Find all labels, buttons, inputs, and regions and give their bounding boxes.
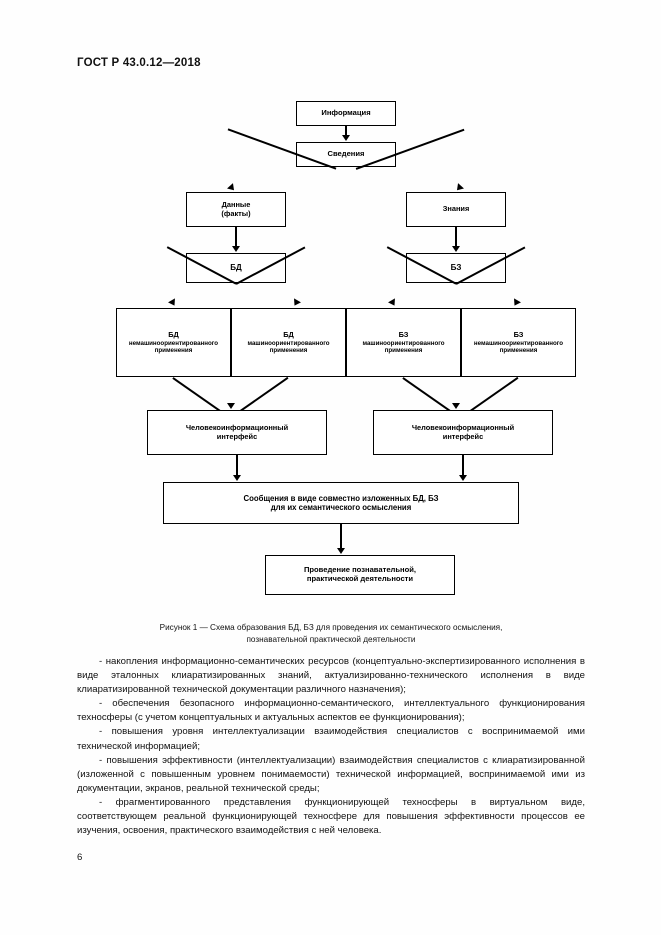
node-messages: Сообщения в виде совместно изложенных БД… — [163, 482, 519, 524]
node-bz-machine-title: БЗ — [398, 329, 409, 339]
body-paragraph-3: - повышения уровня интеллектуализации вз… — [77, 726, 585, 752]
body-paragraph-5: - фрагментированного представления функц… — [77, 796, 585, 837]
node-bd-machine-title: БД — [283, 329, 294, 339]
body-paragraph-2: - обеспечения безопасного информационно-… — [77, 698, 585, 724]
node-bz-machine: БЗ машиноориентированного применения — [346, 308, 461, 377]
connector-information-to-svedeniya — [345, 126, 347, 136]
arrowhead-bd-to-machine — [291, 298, 301, 308]
arrowhead-dannye-to-bd — [232, 246, 240, 252]
node-bd-nonmachine-title: БД — [168, 329, 179, 339]
arrowhead-messages-to-activity — [337, 548, 345, 554]
node-interface-right-line1: Человекоинформационный — [411, 422, 515, 432]
node-bd-machine-sub1: машиноориентированного — [247, 339, 330, 347]
node-interface-left: Человекоинформационный интерфейс — [147, 410, 327, 455]
node-bd-label: БД — [230, 263, 242, 273]
node-dannye-fakty: Данные (факты) — [186, 192, 286, 227]
node-bd-nonmachine-sub2: применения — [154, 346, 193, 354]
node-bz-nonmachine: БЗ немашиноориентированного применения — [461, 308, 576, 377]
page-number: 6 — [77, 852, 83, 863]
node-bd-machine: БД машиноориентированного применения — [231, 308, 346, 377]
node-znaniya: Знания — [406, 192, 506, 227]
arrowhead-bz-to-machine — [388, 298, 398, 308]
arrowhead-interface-right-to-messages — [459, 475, 467, 481]
connector-znaniya-to-bz — [455, 227, 457, 247]
node-bz-nonmachine-title: БЗ — [513, 329, 524, 339]
node-svedeniya: Сведения — [296, 142, 396, 167]
arrowhead-converge-interface-right — [452, 403, 460, 409]
node-bz: БЗ — [406, 253, 506, 283]
body-text-block: - накопления информационно-семантических… — [77, 655, 585, 838]
arrowhead-bz-to-nonmachine — [511, 298, 521, 308]
node-messages-line2: для их семантического осмысления — [270, 503, 412, 512]
figure-caption-line2: познавательной практической деятельности — [246, 634, 416, 644]
connector-interface-right-to-messages — [462, 455, 464, 476]
connector-messages-to-activity — [340, 524, 342, 549]
body-paragraph-1: - накопления информационно-семантических… — [77, 656, 585, 696]
node-activity-line2: практической деятельности — [306, 574, 414, 583]
connector-bd-nonmachine-to-interface-left — [172, 377, 221, 412]
node-bz-machine-sub1: машиноориентированного — [362, 339, 445, 347]
body-paragraph-4: - повышения эффективности (интеллектуали… — [77, 754, 585, 794]
node-svedeniya-label: Сведения — [327, 149, 365, 159]
node-activity-line1: Проведение познавательной, — [303, 565, 417, 575]
arrowhead-information-to-svedeniya — [342, 135, 350, 141]
node-bd-nonmachine: БД немашиноориентированного применения — [116, 308, 231, 377]
node-interface-left-line1: Человекоинформационный — [185, 422, 289, 432]
connector-bz-machine-to-interface-right — [402, 377, 451, 412]
node-bd-nonmachine-sub1: немашиноориентированного — [128, 339, 219, 347]
node-bz-nonmachine-sub1: немашиноориентированного — [473, 339, 564, 347]
node-fakty-label: (факты) — [221, 208, 251, 218]
arrowhead-bd-to-nonmachine — [168, 298, 178, 308]
node-bz-machine-sub2: применения — [384, 346, 423, 354]
node-information-label: Информация — [321, 108, 371, 118]
node-interface-right: Человекоинформационный интерфейс — [373, 410, 553, 455]
arrowhead-converge-interface-left — [227, 403, 235, 409]
arrowhead-interface-left-to-messages — [233, 475, 241, 481]
node-interface-left-line2: интерфейс — [216, 431, 258, 441]
node-bd-machine-sub2: применения — [269, 346, 308, 354]
connector-dannye-to-bd — [235, 227, 237, 247]
node-interface-right-line2: интерфейс — [442, 431, 484, 441]
node-bd: БД — [186, 253, 286, 283]
arrowhead-znaniya-to-bz — [452, 246, 460, 252]
standard-code-header: ГОСТ Р 43.0.12—2018 — [77, 57, 201, 69]
node-bz-nonmachine-sub2: применения — [499, 346, 538, 354]
connector-interface-left-to-messages — [236, 455, 238, 476]
node-znaniya-label: Знания — [442, 204, 470, 214]
node-bz-label: БЗ — [450, 263, 462, 273]
connector-bz-nonmachine-to-interface-right — [470, 377, 519, 412]
figure-caption-line1: Рисунок 1 — Схема образования БД, БЗ для… — [159, 623, 503, 632]
connector-bd-machine-to-interface-left — [240, 377, 289, 412]
node-dannye-label: Данные — [221, 199, 251, 209]
node-information: Информация — [296, 101, 396, 126]
node-activity: Проведение познавательной, практической … — [265, 555, 455, 595]
figure-caption: Рисунок 1 — Схема образования БД, БЗ для… — [77, 622, 585, 646]
node-messages-line1: Сообщения в виде совместно изложенных БД… — [243, 493, 439, 503]
figure-diagram: Информация Сведения Данные (факты) Знани… — [0, 90, 661, 610]
